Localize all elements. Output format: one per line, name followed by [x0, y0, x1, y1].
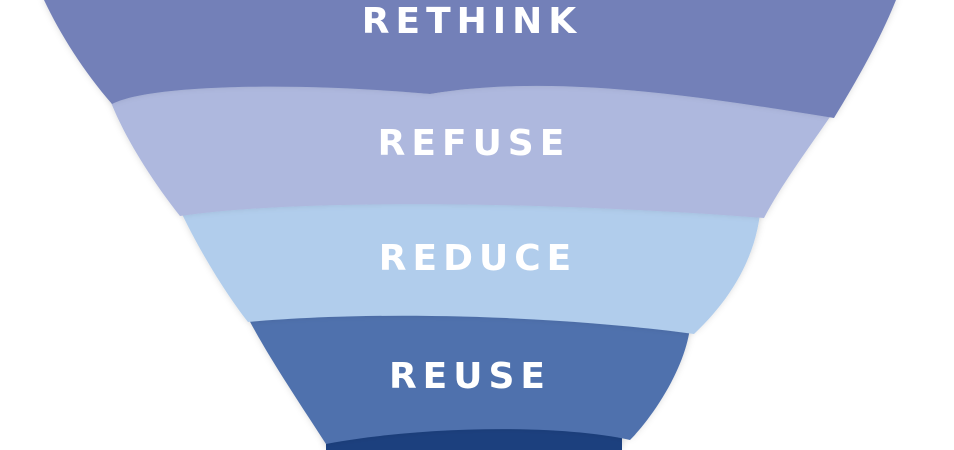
funnel-label-reuse: REUSE [389, 356, 551, 397]
funnel-band-rethink [44, 0, 896, 118]
funnel-label-refuse: REFUSE [378, 123, 571, 164]
funnel-label-rethink: RETHINK [362, 1, 582, 42]
funnel-band-refuse [110, 85, 832, 218]
funnel-band-reuse [248, 311, 690, 444]
funnel-band-reduce [180, 201, 760, 334]
funnel-label-reduce: REDUCE [379, 238, 577, 279]
